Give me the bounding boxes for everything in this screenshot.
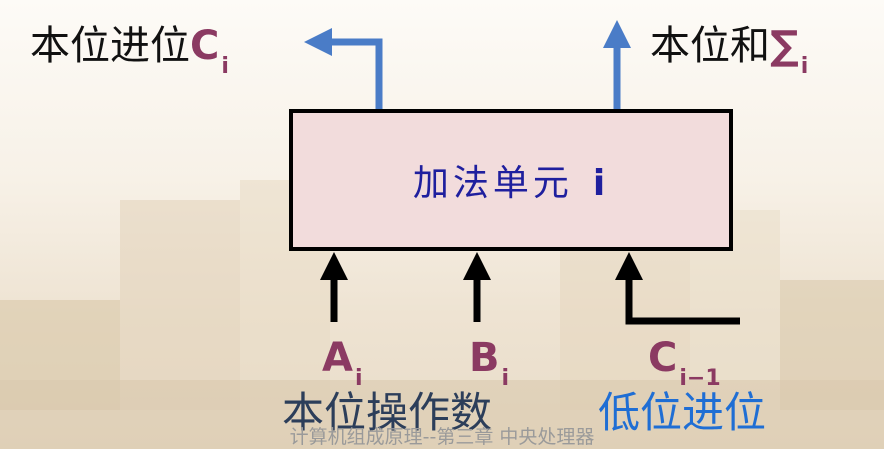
input-c-symbol: C — [648, 335, 678, 381]
input-c-subscript: i−1 — [679, 366, 721, 391]
footer-caption: 计算机组成原理--第三章 中央处理器 — [289, 426, 595, 448]
carry-output-text: 本位进位 — [30, 23, 190, 69]
carry-output-subscript: i — [221, 54, 229, 79]
operand-caption: 本位操作数 — [282, 388, 493, 437]
input-b-subscript: i — [501, 366, 510, 391]
input-a-label: Ai — [322, 338, 363, 390]
input-a-symbol: A — [322, 335, 353, 381]
sum-output-text: 本位和 — [650, 23, 770, 69]
low-carry-caption: 低位进位 — [598, 388, 767, 437]
adder-unit-box: 加法单元 i — [289, 109, 733, 251]
input-b-symbol: B — [469, 335, 500, 381]
carry-output-arrow — [304, 28, 383, 109]
sum-output-symbol: ∑ — [770, 23, 799, 69]
adder-unit-text: 加法单元 — [412, 163, 573, 204]
carry-output-symbol: C — [190, 23, 220, 69]
adder-unit-label: 加法单元 i — [413, 154, 609, 206]
sum-output-subscript: i — [800, 54, 809, 79]
input-c-label: Ci−1 — [648, 338, 721, 390]
input-b-label: Bi — [469, 338, 509, 390]
sum-output-label: 本位和∑i — [650, 26, 808, 78]
input-c-arrow — [615, 252, 740, 325]
carry-output-label: 本位进位Ci — [30, 26, 229, 78]
input-a-subscript: i — [354, 366, 363, 391]
adder-unit-index: i — [592, 163, 610, 204]
